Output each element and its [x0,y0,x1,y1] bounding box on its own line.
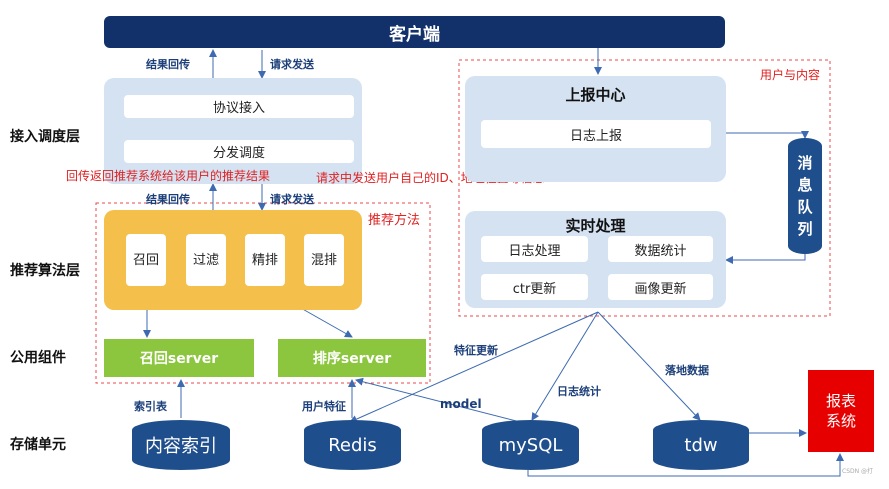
tdw-db: tdw [653,420,749,470]
mysql-db: mySQL [482,420,579,470]
rank-server-box: 排序server [278,339,426,377]
layer-access-label: 接入调度层 [10,129,80,145]
index-table-label: 索引表 [134,400,167,413]
result-back-label-2: 结果回传 [146,193,190,206]
realtime-title: 实时处理 [565,217,626,235]
message-queue-label: 消息队列 [797,154,813,238]
report-center-title: 上报中心 [565,86,626,104]
message-queue: 消息队列 [788,138,822,254]
profile-update-box: 画像更新 [608,274,713,300]
request-send-label-2: 请求发送 [270,193,314,206]
log-process-box: 日志处理 [481,236,588,262]
redis-db: Redis [304,420,401,470]
user-feature-label: 用户特征 [302,400,346,413]
model-label: model [440,397,482,411]
feature-update-label: 特征更新 [454,344,498,357]
log-stats-label: 日志统计 [557,385,601,398]
dispatch-box: 分发调度 [124,140,354,163]
report-system-label: 报表系统 [825,392,856,430]
protocol-access-box: 协议接入 [124,95,354,118]
algo-step-fine-rank: 精排 [245,234,285,286]
log-report-box: 日志上报 [481,120,711,148]
layer-storage-label: 存储单元 [10,437,66,453]
return-note: 回传返回推荐系统给该用户的推荐结果 [66,169,271,183]
recall-server-box: 召回server [104,339,254,377]
landing-data-label: 落地数据 [665,364,709,377]
user-content-group [458,59,831,317]
request-send-label: 请求发送 [270,58,314,71]
algo-step-mix-rank: 混排 [304,234,344,286]
user-content-label: 用户与内容 [760,68,821,82]
layer-common-label: 公用组件 [10,350,66,366]
ctr-update-box: ctr更新 [481,274,588,300]
recommend-method-label: 推荐方法 [368,213,421,228]
watermark: CSDN @打 [842,468,874,475]
data-stats-box: 数据统计 [608,236,713,262]
report-system: 报表系统 [808,370,874,452]
result-back-label: 结果回传 [146,58,190,71]
algo-step-filter: 过滤 [186,234,226,286]
algo-step-recall: 召回 [126,234,166,286]
layer-algorithm-label: 推荐算法层 [10,263,80,279]
recommend-method-group [95,202,431,384]
client-bar: 客户端 [104,16,725,48]
content-index-db: 内容索引 [132,420,230,470]
